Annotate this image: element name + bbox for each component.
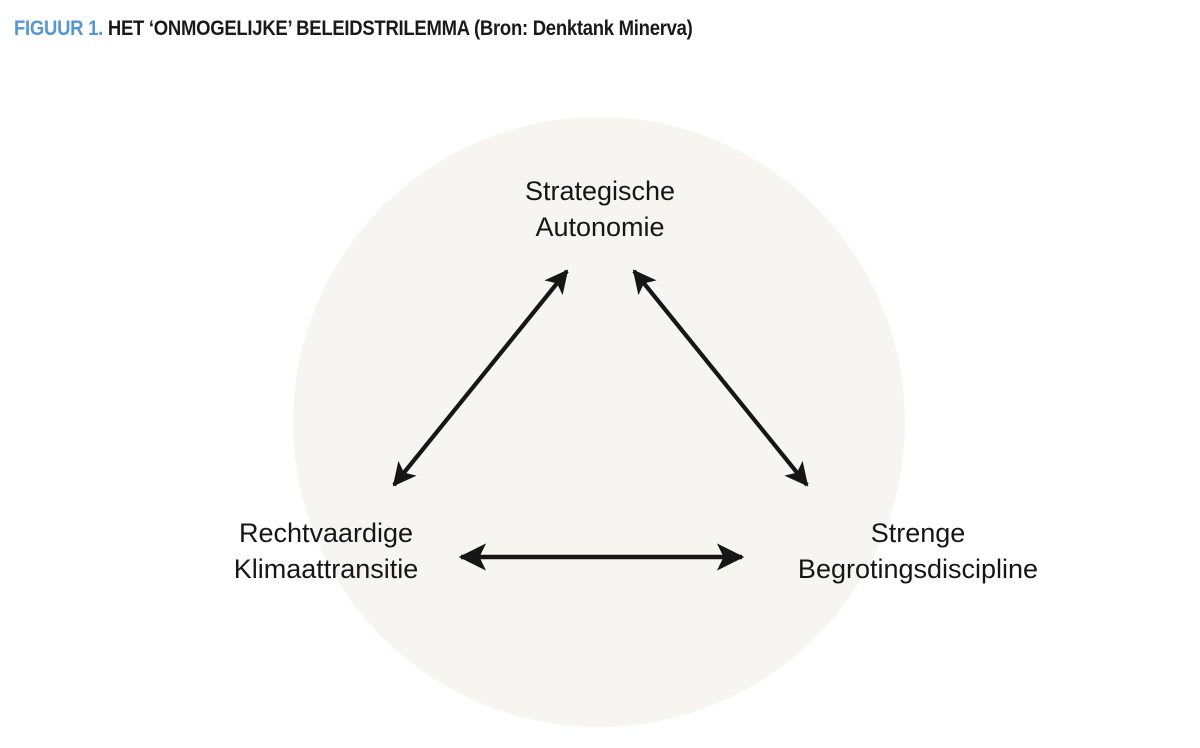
node-rechtvaardige-klimaattransitie: Rechtvaardige Klimaattransitie — [234, 516, 419, 587]
node-left-line1: Rechtvaardige — [238, 518, 414, 548]
arrow-right-top — [632, 269, 809, 487]
node-top-line1: Strategische — [524, 176, 676, 206]
arrow-left-top — [392, 269, 569, 487]
node-right-line1: Strenge — [870, 518, 966, 548]
node-top-line2: Autonomie — [535, 211, 665, 242]
figure-caption-text: HET ‘ONMOGELIJKE’ BELEIDSTRILEMMA (Bron:… — [107, 17, 693, 40]
figure-number-label: FIGUUR 1. — [14, 17, 104, 40]
figure-caption: FIGUUR 1. HET ‘ONMOGELIJKE’ BELEIDSTRILE… — [14, 18, 693, 39]
node-strenge-begrotingsdiscipline: Strenge Begrotingsdiscipline — [798, 516, 1038, 587]
node-right-line2: Begrotingsdiscipline — [797, 553, 1039, 584]
node-left-line2: Klimaattransitie — [233, 553, 419, 584]
node-strategische-autonomie: Strategische Autonomie — [525, 174, 675, 245]
